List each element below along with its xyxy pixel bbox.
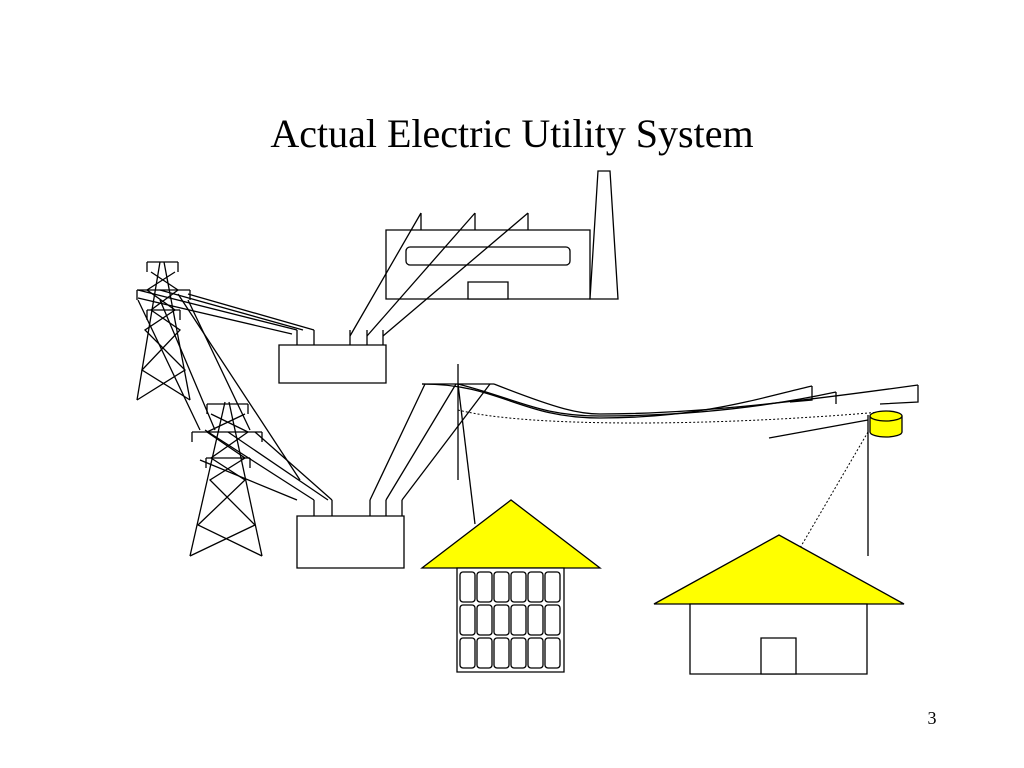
slide-title: Actual Electric Utility System (270, 111, 754, 156)
plant-window-strip (406, 247, 570, 265)
house-door (761, 638, 796, 674)
plant-conductor (383, 213, 528, 336)
distribution-lines (422, 384, 918, 423)
transmission-tower-2 (190, 402, 262, 556)
plant-door (468, 282, 508, 299)
distribution-substation (297, 384, 490, 568)
step-up-substation (279, 330, 386, 383)
transmission-lines-lower (138, 294, 332, 500)
plant-conductor (350, 213, 421, 336)
page-number: 3 (927, 708, 937, 728)
substation-box (279, 345, 386, 383)
apartment-windows (460, 572, 560, 668)
substation-box (297, 516, 404, 568)
plant-conductor (367, 213, 475, 336)
house-roof (654, 535, 904, 604)
plant-smokestack (590, 171, 618, 299)
distribution-pole (422, 364, 494, 524)
apartment-building (422, 500, 600, 672)
transmission-lines-upper (138, 290, 314, 334)
pole-transformer (769, 410, 903, 556)
apartment-roof (422, 500, 600, 568)
transmission-tower-1 (137, 262, 190, 400)
power-plant (350, 171, 618, 336)
house (654, 535, 904, 674)
